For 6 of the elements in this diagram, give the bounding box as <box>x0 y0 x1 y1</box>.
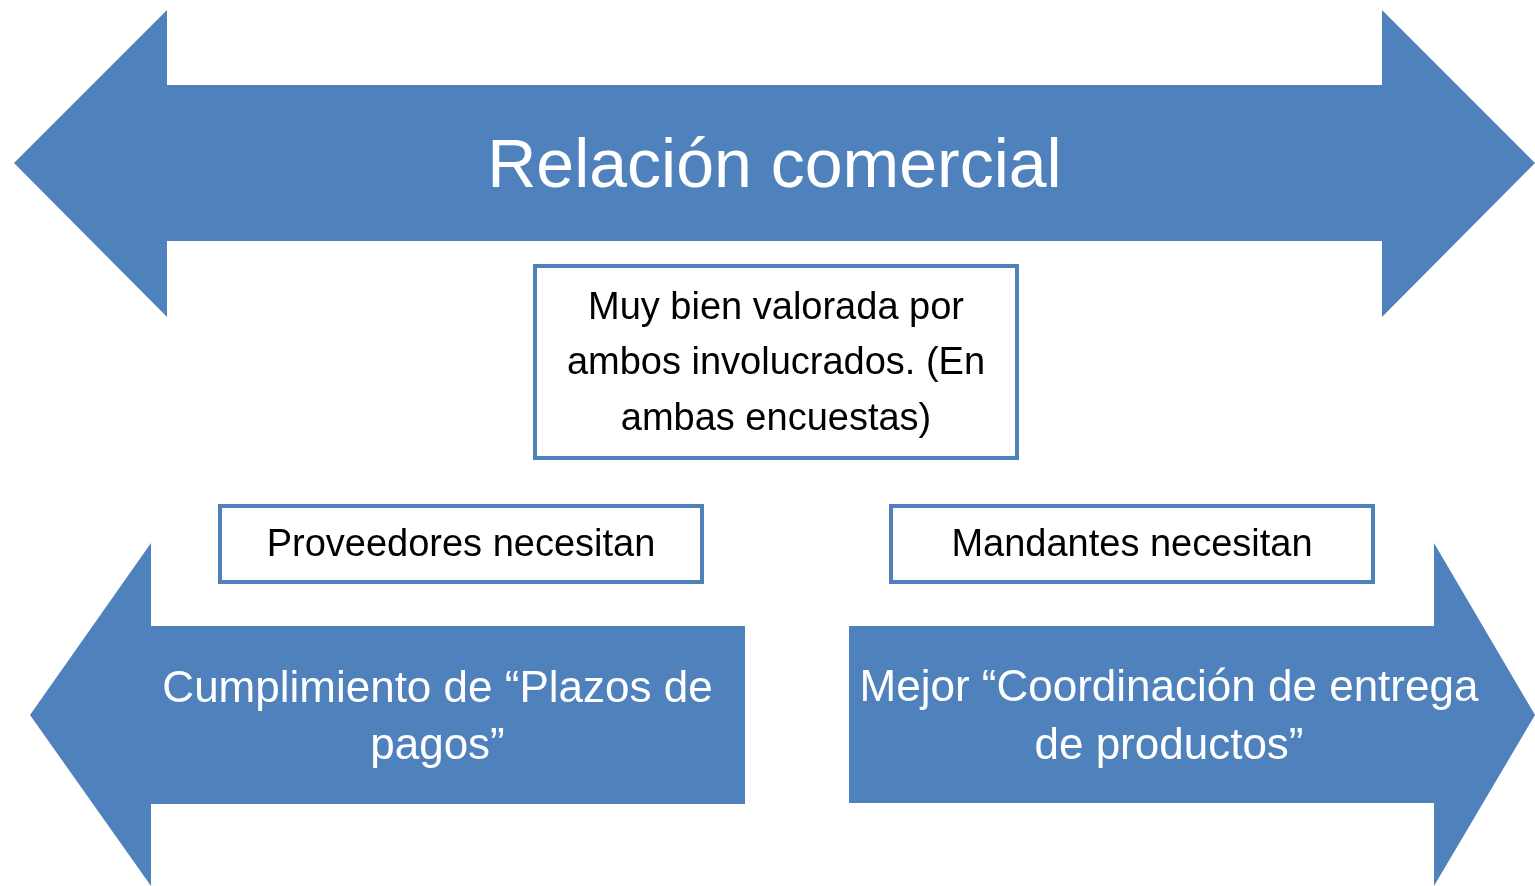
text-box: Muy bien valorada por ambos involucrados. (En ambas encuestas) <box>533 264 1019 460</box>
text-box: Mandantes necesitan <box>889 504 1375 584</box>
arrow-label: Mejor “Coordinación de entrega de productos” <box>858 660 1480 770</box>
arrow-label: Cumplimiento de “Plazos de pagos” <box>161 660 714 770</box>
arrow-label: Relación comercial <box>487 123 1062 203</box>
text-box: Proveedores necesitan <box>218 504 704 584</box>
